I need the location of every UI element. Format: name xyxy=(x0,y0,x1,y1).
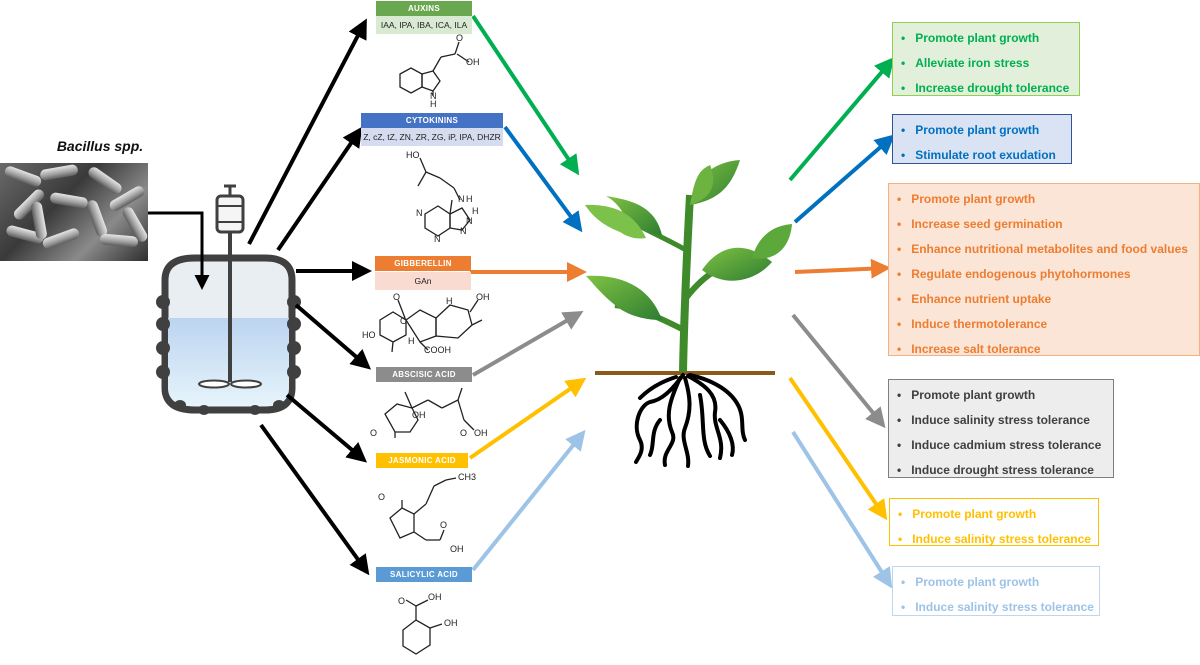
atom-label: O xyxy=(400,316,408,326)
effect-item: Promote plant growth xyxy=(898,505,1090,530)
atom-label: OH xyxy=(450,544,464,554)
effect-item: Stimulate root exudation xyxy=(901,146,1063,171)
effect-item: Increase salt tolerance xyxy=(897,340,1191,365)
hormone-header-cytokinins: CYTOKININS xyxy=(361,113,503,128)
atom-label: HO xyxy=(362,330,376,340)
effect-item: Enhance nutritional metabolites and food… xyxy=(897,240,1191,265)
hormone-header-gibberellin: GIBBERELLIN xyxy=(375,256,471,271)
hormone-header-auxins: AUXINS xyxy=(376,1,472,16)
atom-label: O xyxy=(440,520,448,530)
plant-roots xyxy=(634,373,747,468)
atom-label: OH xyxy=(428,592,442,602)
atom-label: O xyxy=(393,292,401,302)
salicylic-structure xyxy=(402,599,443,655)
atom-label: CH3 xyxy=(458,472,477,482)
effect-item: Induce thermotolerance xyxy=(897,315,1191,340)
atom-label: O xyxy=(398,596,406,606)
atom-label: H xyxy=(446,296,453,306)
atom-label: O xyxy=(460,428,468,438)
hormone-to-plant-arrows xyxy=(468,14,587,572)
effects-abscisic: Promote plant growth Induce salinity str… xyxy=(888,379,1114,478)
atom-label: N xyxy=(458,194,465,204)
atom-label: H xyxy=(466,194,473,204)
hormone-compounds-gibberellin: GAn xyxy=(375,272,471,290)
hormone-compounds-auxins: IAA, IPA, IBA, ICA, ILA xyxy=(376,16,472,34)
atom-label: N xyxy=(416,208,423,218)
atom-label: OH xyxy=(474,428,488,438)
atom-label: OH xyxy=(444,618,458,628)
effect-item: Induce salinity stress tolerance xyxy=(898,530,1091,555)
effect-item: Alleviate iron stress xyxy=(901,54,1071,79)
hormone-compounds-cytokinins: Z, cZ, tZ, ZN, ZR, ZG, iP, IPA, DHZR xyxy=(361,128,503,146)
effect-item: Promote plant growth xyxy=(901,121,1063,146)
cytokinin-structure xyxy=(417,157,471,237)
atom-label: OH xyxy=(476,292,490,302)
effect-item: Increase seed germination xyxy=(897,215,1191,240)
plant-illustration xyxy=(585,160,792,375)
effect-item: Enhance nutrient uptake xyxy=(897,290,1191,315)
effect-item: Induce cadmium stress tolerance xyxy=(897,436,1105,461)
atom-label: N xyxy=(466,216,473,226)
atom-label: N xyxy=(430,91,437,101)
effect-item: Promote plant growth xyxy=(901,573,1091,598)
plant-to-effect-arrows xyxy=(788,56,896,589)
effects-salicylic: Promote plant growth Induce salinity str… xyxy=(892,566,1100,616)
hormone-header-jasmonic: JASMONIC ACID xyxy=(376,453,468,468)
effect-item: Induce salinity stress tolerance xyxy=(897,411,1105,436)
effect-item: Regulate endogenous phytohormones xyxy=(897,265,1191,290)
effects-gibberellin: Promote plant growth Increase seed germi… xyxy=(888,183,1200,356)
atom-label: COOH xyxy=(424,345,451,355)
effects-jasmonic: Promote plant growth Induce salinity str… xyxy=(889,498,1099,546)
gibberellin-structure xyxy=(379,299,483,353)
atom-label: H xyxy=(408,336,415,346)
bacteria-micrograph xyxy=(0,163,148,261)
auxin-structure xyxy=(399,41,470,96)
bacteria-title: Bacillus spp. xyxy=(56,138,144,154)
abscisic-structure xyxy=(384,387,475,438)
effect-item: Induce drought stress tolerance xyxy=(897,461,1105,486)
atom-label: O xyxy=(456,33,464,43)
atom-label: OH xyxy=(412,410,426,420)
atom-label: O xyxy=(370,428,378,438)
effect-item: Promote plant growth xyxy=(901,29,1071,54)
reactor-to-hormone-arrows xyxy=(247,18,372,576)
effects-auxins: Promote plant growth Alleviate iron stre… xyxy=(892,22,1080,96)
hormone-header-salicylic: SALICYLIC ACID xyxy=(376,567,472,582)
jasmonic-structure xyxy=(389,477,457,541)
effect-item: Promote plant growth xyxy=(897,386,1105,411)
effect-item: Induce salinity stress tolerance xyxy=(901,598,1094,623)
atom-label: HO xyxy=(406,150,420,160)
atom-label: O xyxy=(378,492,386,502)
atom-label: H xyxy=(430,99,437,109)
atom-label: N xyxy=(434,234,441,244)
effects-cytokinins: Promote plant growth Stimulate root exud… xyxy=(892,114,1072,164)
atom-label: N xyxy=(460,226,467,236)
atom-label: H xyxy=(472,206,479,216)
inoculation-arrow xyxy=(148,211,210,290)
hormone-header-abscisic: ABSCISIC ACID xyxy=(376,367,472,382)
effect-item: Promote plant growth xyxy=(897,190,1191,215)
effect-item: Increase drought tolerance xyxy=(901,79,1071,104)
atom-label: OH xyxy=(466,57,480,67)
